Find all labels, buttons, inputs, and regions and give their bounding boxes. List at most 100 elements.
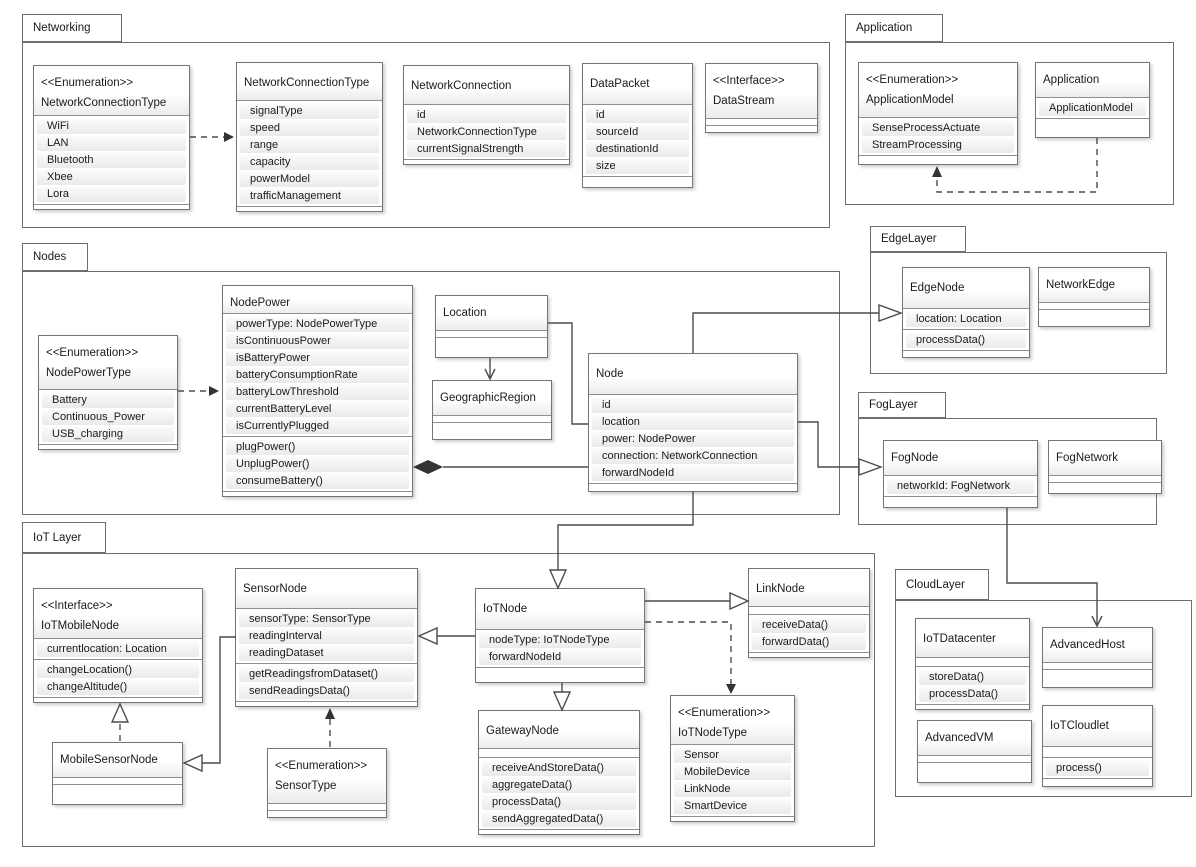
member-row: nodeType: IoTNodeType bbox=[479, 633, 641, 648]
empty-compartment bbox=[436, 330, 547, 337]
class-header: SensorNode bbox=[236, 569, 417, 608]
empty-compartment bbox=[34, 204, 189, 209]
package-tab-networking[interactable]: Networking bbox=[22, 14, 122, 42]
stereotype: <<Enumeration>> bbox=[678, 707, 771, 719]
member-row: MobileDevice bbox=[674, 765, 791, 780]
class-gatewaynode[interactable]: GatewayNode receiveAndStoreData()aggrega… bbox=[478, 710, 640, 835]
class-header: <<Enumeration>> SensorType bbox=[268, 749, 386, 803]
class-name: MobileSensorNode bbox=[60, 754, 158, 766]
class-networkedge[interactable]: NetworkEdge bbox=[1038, 267, 1150, 327]
class-linknode[interactable]: LinkNode receiveData()forwardData() bbox=[748, 568, 870, 658]
member-row: batteryConsumptionRate bbox=[226, 368, 409, 383]
empty-compartment bbox=[476, 667, 644, 682]
class-geographicregion[interactable]: GeographicRegion bbox=[432, 380, 552, 440]
class-iotdatacenter[interactable]: IoTDatacenter storeData() processData() bbox=[915, 618, 1030, 710]
class-mobilesensornode[interactable]: MobileSensorNode bbox=[52, 742, 183, 805]
stereotype: <<Interface>> bbox=[713, 75, 785, 87]
class-header: <<Interface>> DataStream bbox=[706, 64, 817, 118]
class-name: AdvancedHost bbox=[1050, 639, 1125, 651]
methods: storeData() processData() bbox=[916, 666, 1029, 704]
class-name: DataPacket bbox=[590, 78, 650, 90]
empty-compartment bbox=[583, 176, 692, 187]
package-tab-edgelayer[interactable]: EdgeLayer bbox=[870, 226, 966, 252]
class-name: IoTNodeType bbox=[678, 727, 748, 739]
class-header: <<Enumeration>> ApplicationModel bbox=[859, 63, 1017, 117]
class-header: <<Enumeration>> IoTNodeType bbox=[671, 696, 794, 744]
class-applicationmodel-enum[interactable]: <<Enumeration>> ApplicationModel SensePr… bbox=[858, 62, 1018, 165]
attributes: networkId: FogNetwork bbox=[884, 475, 1037, 496]
methods: receiveAndStoreData()aggregateData()proc… bbox=[479, 757, 639, 829]
class-fognetwork[interactable]: FogNetwork bbox=[1048, 440, 1162, 494]
class-advancedvm[interactable]: AdvancedVM bbox=[917, 720, 1032, 783]
class-name: NetworkConnectionType bbox=[244, 77, 370, 89]
class-iotcloudlet[interactable]: IoTCloudlet process() bbox=[1042, 705, 1153, 787]
empty-compartment bbox=[34, 697, 202, 702]
class-networkconnectiontype-enum[interactable]: <<Enumeration>> NetworkConnectionType Wi… bbox=[33, 65, 190, 210]
package-tab-iotlayer[interactable]: IoT Layer bbox=[22, 522, 106, 553]
package-label: Networking bbox=[33, 22, 91, 34]
empty-compartment bbox=[1049, 482, 1161, 493]
member-row: ApplicationModel bbox=[1039, 101, 1146, 116]
class-header: <<Enumeration>> NetworkConnectionType bbox=[34, 66, 189, 115]
package-label: Application bbox=[856, 22, 913, 34]
class-location[interactable]: Location bbox=[435, 295, 548, 358]
class-application[interactable]: Application ApplicationModel bbox=[1035, 62, 1150, 138]
member-row: location bbox=[592, 415, 794, 430]
member-row: trafficManagement bbox=[240, 189, 379, 204]
member-row: UnplugPower() bbox=[226, 457, 409, 472]
package-tab-nodes[interactable]: Nodes bbox=[22, 243, 88, 271]
empty-compartment bbox=[436, 337, 547, 357]
class-datastream-interface[interactable]: <<Interface>> DataStream bbox=[705, 63, 818, 133]
class-name: IoTDatacenter bbox=[923, 633, 996, 645]
class-edgenode[interactable]: EdgeNode location: Location processData(… bbox=[902, 267, 1030, 358]
class-header: FogNetwork bbox=[1049, 441, 1161, 475]
class-fognode[interactable]: FogNode networkId: FogNetwork bbox=[883, 440, 1038, 508]
member-row: id bbox=[592, 398, 794, 413]
class-iotmobilenode-interface[interactable]: <<Interface>> IoTMobileNode currentlocat… bbox=[33, 588, 203, 703]
class-header: DataPacket bbox=[583, 64, 692, 104]
member-row: storeData() bbox=[919, 670, 1026, 685]
class-name: ApplicationModel bbox=[866, 94, 954, 106]
member-row: processData() bbox=[919, 687, 1026, 702]
member-row: readingDataset bbox=[239, 646, 414, 661]
class-name: EdgeNode bbox=[910, 282, 965, 294]
class-header: IoTNode bbox=[476, 589, 644, 629]
package-tab-foglayer[interactable]: FogLayer bbox=[858, 392, 946, 418]
empty-compartment bbox=[1036, 118, 1149, 137]
empty-compartment bbox=[53, 777, 182, 784]
member-row: LAN bbox=[37, 136, 186, 151]
stereotype: <<Enumeration>> bbox=[275, 760, 368, 772]
package-tab-application[interactable]: Application bbox=[845, 14, 943, 42]
package-tab-cloudlayer[interactable]: CloudLayer bbox=[895, 569, 989, 600]
class-header: FogNode bbox=[884, 441, 1037, 475]
methods: receiveData()forwardData() bbox=[749, 614, 869, 652]
empty-compartment bbox=[916, 704, 1029, 709]
class-advancedhost[interactable]: AdvancedHost bbox=[1042, 627, 1153, 688]
empty-compartment bbox=[1039, 309, 1149, 326]
member-row: NetworkConnectionType bbox=[407, 125, 566, 140]
member-row: currentBatteryLevel bbox=[226, 402, 409, 417]
empty-compartment bbox=[903, 350, 1029, 357]
class-name: NetworkEdge bbox=[1046, 279, 1116, 291]
class-header: Application bbox=[1036, 63, 1149, 97]
methods: changeLocation()changeAltitude() bbox=[34, 659, 202, 697]
empty-compartment bbox=[706, 118, 817, 125]
member-row: Xbee bbox=[37, 170, 186, 185]
class-name: NodePower bbox=[230, 297, 291, 309]
class-sensortype-enum[interactable]: <<Enumeration>> SensorType bbox=[267, 748, 387, 818]
member-row: receiveData() bbox=[752, 618, 866, 633]
empty-compartment bbox=[1039, 302, 1149, 309]
member-row: id bbox=[407, 108, 566, 123]
member-row: location: Location bbox=[906, 312, 1026, 327]
class-name: FogNetwork bbox=[1056, 452, 1118, 464]
member-row: StreamProcessing bbox=[862, 138, 1014, 153]
